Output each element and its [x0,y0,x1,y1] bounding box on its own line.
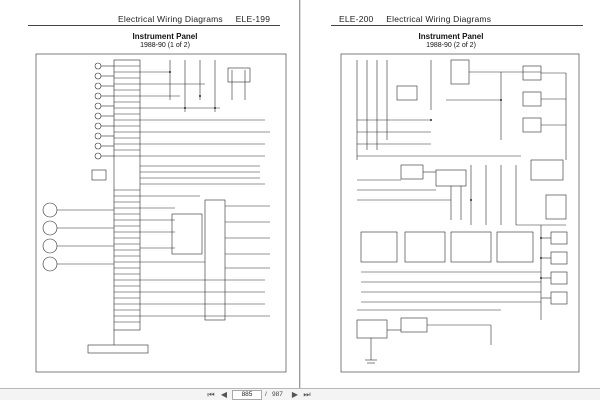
diagram-title: Instrument Panel [132,32,198,41]
page-right: ELE-200 Electrical Wiring Diagrams Instr… [301,0,600,388]
page-header-left: Electrical Wiring Diagrams ELE-199 [118,14,270,24]
prev-page-icon[interactable]: ◀ [220,390,228,399]
page-code: ELE-199 [235,14,271,24]
wiring-schematic-right [340,53,580,373]
diagram-title: Instrument Panel [418,32,484,41]
diagram-subtitle: 1988-90 (2 of 2) [426,42,476,49]
wiring-schematic-left [35,53,287,373]
next-page-icon[interactable]: ▶ [291,390,299,399]
page-header-right: ELE-200 Electrical Wiring Diagrams [339,14,491,24]
first-page-icon[interactable]: ⏮ [207,390,215,399]
page-separator: / [265,391,267,398]
last-page-icon[interactable]: ⏭ [303,390,311,399]
diagram-subtitle: 1988-90 (1 of 2) [140,42,190,49]
current-page-input[interactable]: 885 [232,390,262,400]
page-left: Electrical Wiring Diagrams ELE-199 Instr… [0,0,300,388]
page-navigation-toolbar: ⏮ ◀ 885 / 987 ▶ ⏭ [0,388,600,400]
section-title: Electrical Wiring Diagrams [386,14,492,24]
total-pages: 987 [272,391,283,398]
section-title: Electrical Wiring Diagrams [118,14,223,24]
page-code: ELE-200 [339,14,374,24]
header-rule [28,25,280,26]
header-rule [331,25,583,26]
